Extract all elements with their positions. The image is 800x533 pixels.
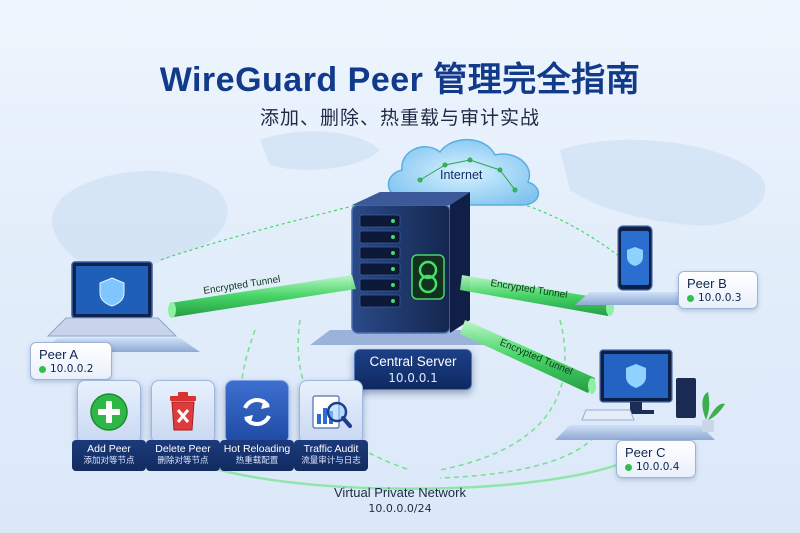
action-label-zh: 删除对等节点: [157, 456, 209, 466]
peer-name: Peer C: [625, 445, 666, 460]
action-label: Traffic Audit: [303, 443, 359, 455]
page-subtitle: 添加、删除、热重载与审计实战: [259, 107, 540, 129]
peer-b-label: Peer B 10.0.0.3: [678, 271, 758, 309]
action-label: Hot Reloading: [223, 443, 291, 455]
peer-ip: 10.0.0.2: [50, 363, 94, 375]
peer-c-desktop: [555, 349, 725, 440]
internet-label: Internet: [440, 168, 483, 182]
action-label: Delete Peer: [155, 443, 211, 455]
peer-ip: 10.0.0.4: [636, 461, 680, 473]
server-name: Central Server: [369, 354, 457, 369]
peer-name: Peer A: [39, 347, 79, 362]
server-ip: 10.0.0.1: [388, 371, 438, 385]
central-server-label: Central Server 10.0.0.1: [354, 349, 472, 390]
status-dot-icon: [39, 365, 46, 373]
internet-cloud: [387, 138, 540, 206]
action-label-zh: 热重载配置: [235, 456, 279, 466]
plus-icon: [90, 393, 128, 431]
action-toolbar: Add Peer 添加对等节点 Delete Peer 删除对等节点: [72, 380, 368, 471]
action-label-zh: 流量审计与日志: [301, 456, 361, 466]
magnifier-chart-icon: [312, 395, 352, 429]
action-label: Add Peer: [87, 443, 131, 455]
peer-ip: 10.0.0.3: [698, 292, 742, 304]
action-label-zh: 添加对等节点: [83, 456, 135, 466]
vpn-label: Virtual Private Network 10.0.0.0/24: [0, 485, 800, 515]
world-map-background: [51, 131, 766, 277]
status-dot-icon: [625, 463, 632, 471]
vpn-cidr: 10.0.0.0/24: [368, 502, 432, 515]
peer-a-label: Peer A 10.0.0.2: [30, 342, 112, 380]
add-peer-button[interactable]: Add Peer 添加对等节点: [72, 380, 146, 471]
vpn-name: Virtual Private Network: [334, 485, 466, 500]
shield-icon: [99, 277, 125, 307]
shield-icon: [626, 364, 646, 388]
central-server: [310, 192, 490, 345]
peer-a-laptop: [40, 261, 200, 352]
trash-icon: [170, 392, 196, 431]
tunnel-to-peer-a: [168, 275, 356, 318]
refresh-icon: [243, 398, 271, 426]
status-dot-icon: [687, 294, 694, 302]
shield-icon: [627, 247, 643, 266]
traffic-audit-button[interactable]: Traffic Audit 流量审计与日志: [294, 380, 368, 471]
hot-reloading-button[interactable]: Hot Reloading 热重载配置: [220, 380, 294, 471]
delete-peer-button[interactable]: Delete Peer 删除对等节点: [146, 380, 220, 471]
page-title: WireGuard Peer 管理完全指南: [159, 61, 641, 99]
peer-b-phone: [575, 225, 695, 305]
plant-icon: [702, 392, 725, 432]
tunnel-to-peer-c: [460, 320, 596, 394]
peer-c-label: Peer C 10.0.0.4: [616, 440, 696, 478]
peer-name: Peer B: [687, 276, 727, 291]
